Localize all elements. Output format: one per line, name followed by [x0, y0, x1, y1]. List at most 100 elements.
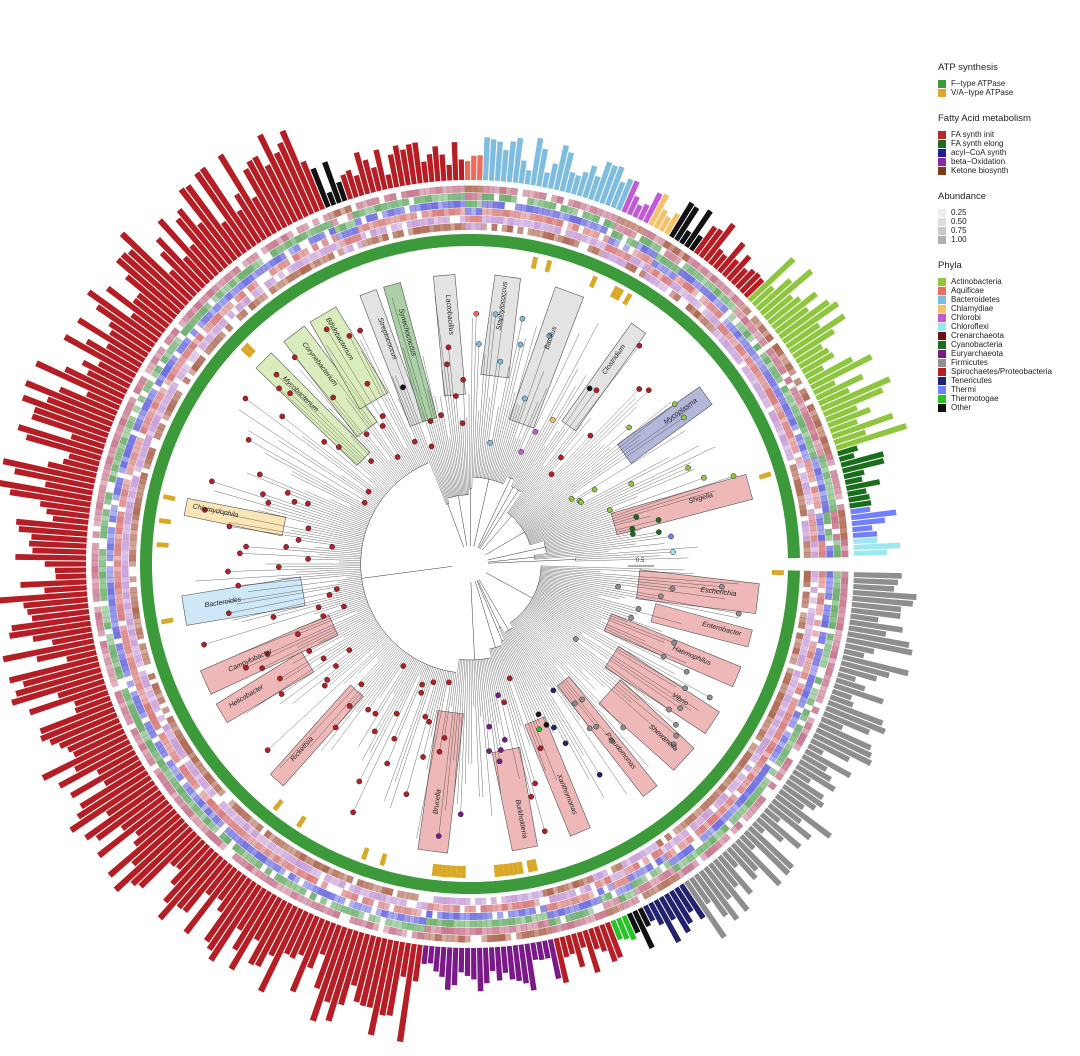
trait-cell — [469, 912, 477, 920]
trait-cell — [834, 628, 843, 637]
abundance-bar — [54, 567, 87, 574]
atp-v-type-cell — [507, 863, 515, 876]
trait-cell — [761, 382, 771, 392]
trait-cell — [454, 897, 461, 905]
branch-tip — [221, 580, 363, 603]
trait-cell — [101, 514, 110, 522]
trait-cell — [192, 817, 203, 827]
trait-cell — [803, 575, 811, 583]
branch-tip — [498, 627, 539, 715]
trait-cell — [245, 264, 256, 275]
branch-tip — [541, 566, 695, 574]
abundance-bar — [604, 921, 624, 959]
abundance-bar — [747, 825, 795, 870]
abundance-bar — [512, 945, 523, 982]
tip-point — [497, 358, 504, 365]
trait-cell — [164, 390, 174, 400]
trait-cell — [222, 272, 233, 283]
branch-tip — [382, 425, 412, 472]
trait-cell — [553, 916, 562, 926]
trait-cell — [810, 485, 819, 494]
branch-tip — [516, 617, 649, 767]
trait-cell — [715, 818, 725, 828]
trait-cell — [556, 219, 564, 228]
trait-cell — [107, 588, 115, 595]
trait-cell — [465, 215, 472, 223]
branch-tip — [529, 602, 700, 711]
tip-point — [495, 692, 501, 699]
trait-cell — [832, 593, 840, 601]
branch-tip — [430, 421, 452, 498]
trait-cell — [230, 811, 240, 821]
trait-cell — [175, 358, 185, 368]
abundance-bar — [850, 506, 871, 515]
trait-cell — [453, 200, 461, 208]
atp-f-type-cell — [274, 294, 287, 308]
atp-f-type-cell — [140, 585, 154, 593]
branch-tip — [575, 555, 661, 560]
trait-cell — [200, 315, 210, 325]
branch-tip — [291, 474, 373, 516]
trait-cell — [840, 588, 848, 596]
trait-cell — [109, 509, 118, 518]
trait-cell — [800, 476, 809, 485]
atp-v-type-cell — [622, 292, 633, 306]
trait-cell — [114, 571, 122, 578]
trait-cell — [663, 841, 673, 851]
tip-point — [384, 760, 391, 767]
trait-cell — [750, 351, 760, 361]
trait-cell — [736, 807, 746, 817]
abundance-bar — [298, 915, 320, 956]
trait-cell — [268, 257, 278, 268]
trait-cell — [440, 934, 448, 942]
branch-tip — [466, 417, 469, 495]
trait-cell — [527, 899, 535, 908]
atp-f-type-cell — [580, 860, 591, 874]
trait-cell — [736, 311, 747, 322]
abundance-bar — [258, 907, 304, 993]
trait-cell — [191, 781, 201, 791]
trait-cell — [801, 525, 810, 533]
trait-cell — [114, 549, 122, 556]
abundance-bar — [698, 869, 740, 921]
trait-cell — [211, 325, 221, 335]
trait-cell — [107, 526, 116, 534]
trait-cell — [430, 194, 438, 203]
atp-f-type-cell — [383, 871, 393, 885]
trait-cell — [173, 336, 183, 346]
branch-tip — [344, 618, 376, 638]
atp-v-type-cell — [158, 517, 172, 525]
trait-cell — [497, 209, 505, 217]
abundance-bar — [67, 723, 123, 753]
abundance-bar — [571, 933, 586, 968]
atp-f-type-cell — [434, 880, 441, 893]
atp-v-type-cell — [156, 542, 169, 548]
trait-cell — [181, 742, 191, 752]
atp-f-type-cell — [167, 427, 181, 438]
branch-tip — [397, 456, 409, 474]
trait-cell — [239, 809, 249, 819]
trait-cell — [126, 623, 135, 632]
trait-cell — [443, 208, 450, 217]
trait-cell — [105, 633, 114, 642]
trait-cell — [127, 496, 136, 504]
trait-cell — [512, 902, 519, 910]
abundance-bar — [25, 434, 102, 461]
trait-cell — [102, 508, 111, 517]
atp-f-type-cell — [625, 838, 637, 852]
trait-cell — [480, 905, 487, 913]
trait-cell — [442, 911, 449, 920]
atp-f-type-cell — [228, 780, 242, 793]
abundance-bar — [827, 700, 884, 726]
trait-cell — [802, 591, 810, 598]
trait-cell — [783, 376, 794, 386]
trait-cell — [163, 350, 173, 360]
atp-f-type-cell — [278, 822, 290, 836]
trait-cell — [280, 850, 290, 860]
trait-cell — [163, 781, 173, 791]
trait-cell — [768, 754, 778, 764]
trait-cell — [825, 482, 834, 491]
trait-cell — [793, 478, 802, 487]
abundance-bar — [524, 170, 532, 185]
branch-tip — [510, 629, 600, 775]
